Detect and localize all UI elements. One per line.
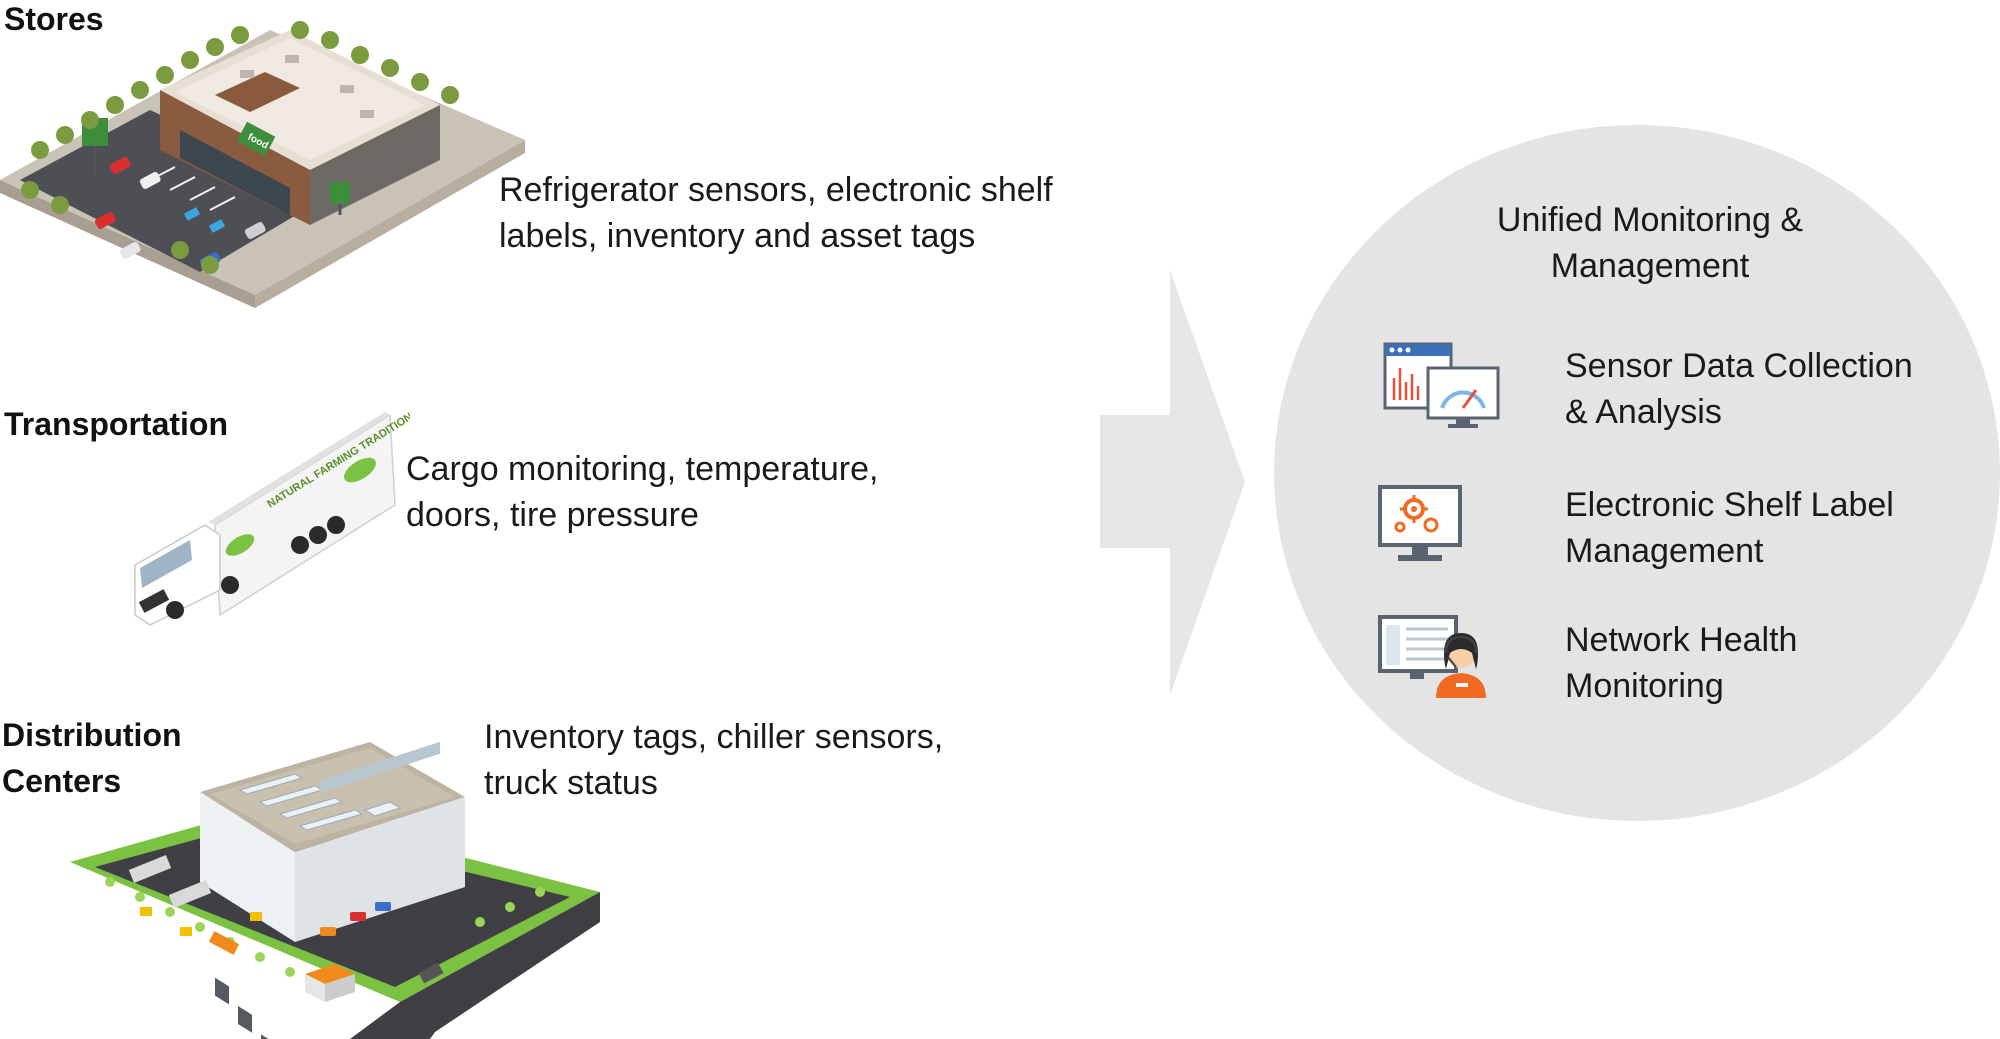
distribution-centers-title-line-2: Centers (2, 763, 122, 799)
flow-arrow-shape (1100, 270, 1245, 695)
store-building-illustration: food (0, 10, 530, 310)
stores-title: Stores (4, 1, 104, 37)
hub-item-network-health-line-1: Network Health (1565, 621, 1798, 659)
hub-item-sensor-data-line-2: & Analysis (1565, 393, 1722, 431)
transportation-description-line-2: doors, tire pressure (406, 496, 699, 534)
distribution-centers-description: Inventory tags, chiller sensors, truck s… (484, 714, 1044, 806)
warehouse-illustration (70, 712, 600, 1039)
hub-item-network-health-line-2: Monitoring (1565, 667, 1724, 705)
hub-title-line-1: Unified Monitoring & (1496, 201, 1804, 239)
hub-title: Unified Monitoring & Management (1400, 197, 1900, 289)
hub-item-sensor-data-label: Sensor Data Collection & Analysis (1565, 343, 1985, 435)
distribution-centers-description-line-1: Inventory tags, chiller sensors, (484, 718, 944, 756)
hub-item-esl-line-1: Electronic Shelf Label (1565, 486, 1894, 524)
stores-description: Refrigerator sensors, electronic shelf l… (499, 167, 1139, 259)
support-agent-icon (1376, 613, 1496, 703)
refrigerated-truck-illustration: NATURAL FARMING TRADITIONS (120, 410, 410, 630)
hub-title-line-2: Management (1550, 247, 1750, 285)
distribution-centers-title-line-1: Distribution (2, 717, 182, 753)
stores-description-line-1: Refrigerator sensors, electronic shelf (499, 171, 1053, 209)
dashboard-monitors-icon (1380, 340, 1505, 435)
transportation-title: Transportation (4, 406, 229, 442)
hub-item-esl-label: Electronic Shelf Label Management (1565, 482, 1985, 574)
hub-item-sensor-data-line-1: Sensor Data Collection (1565, 347, 1913, 385)
distribution-centers-description-line-2: truck status (484, 764, 658, 802)
stores-description-line-2: labels, inventory and asset tags (499, 217, 976, 255)
monitor-gears-icon (1376, 483, 1466, 572)
transportation-description-line-1: Cargo monitoring, temperature, (406, 450, 879, 488)
hub-item-network-health-label: Network Health Monitoring (1565, 617, 1985, 709)
flow-arrow (1100, 270, 1245, 695)
hub-item-esl-line-2: Management (1565, 532, 1764, 570)
distribution-centers-title: Distribution Centers (2, 712, 182, 804)
transportation-description: Cargo monitoring, temperature, doors, ti… (406, 446, 966, 538)
